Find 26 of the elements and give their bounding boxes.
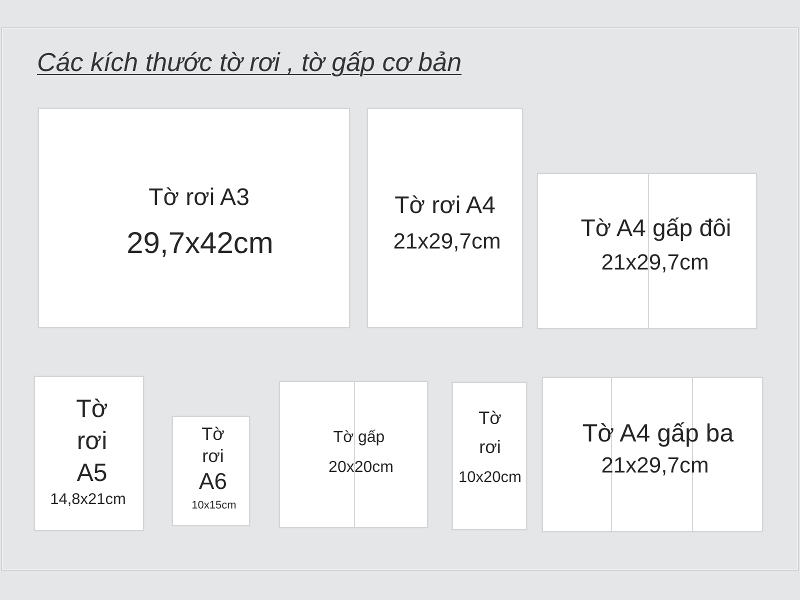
sheet-name: Tờ rơi A4 (394, 192, 496, 220)
sheet-name: Tờ rơi A3 (148, 184, 250, 212)
paper-sheet (537, 173, 757, 329)
sheet-name: Tờ rơi A5 (76, 394, 108, 489)
size-text: 10x15cm (192, 500, 236, 512)
sheet-name: A6 (198, 468, 228, 494)
paper-sheet (34, 376, 144, 531)
sheet-name: Tờ rơi (202, 423, 224, 467)
size-text: 14,8x21cm (50, 491, 126, 509)
size-text: 29,7x42cm (126, 226, 274, 262)
size-text: 20x20cm (328, 458, 394, 478)
size-text: 21x29,7cm (601, 249, 709, 275)
paper-sheet (279, 381, 428, 528)
size-text: 21x29,7cm (393, 228, 501, 254)
sheet-name: Tờ gấp (333, 428, 385, 448)
paper-sheet (172, 416, 250, 526)
sheet-name: Tờ rơi (478, 407, 502, 459)
paper-sheet (452, 382, 527, 530)
size-text: 21x29,7cm (601, 452, 709, 478)
sheet-name: Tờ A4 gấp đôi (580, 215, 732, 243)
paper-sheet (38, 108, 350, 328)
size-text: 10x20cm (458, 469, 522, 487)
paper-sheet (542, 377, 763, 532)
sheet-name: Tờ A4 gấp ba (582, 420, 734, 448)
title: Các kích thước tờ rơi , tờ gấp cơ bản (37, 48, 462, 78)
paper-sheet (367, 108, 523, 328)
